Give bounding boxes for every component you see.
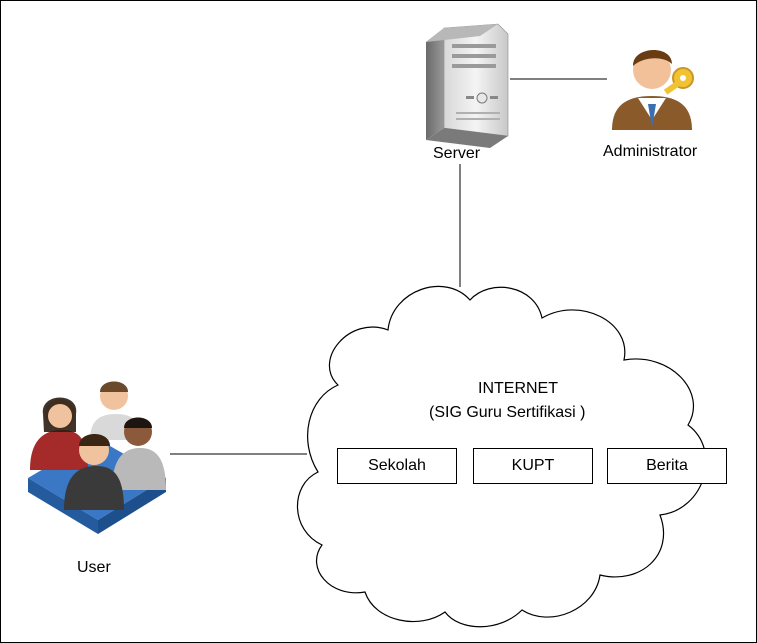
server-icon [426, 23, 509, 148]
server-label: Server [433, 145, 481, 162]
internet-title: INTERNET [478, 380, 558, 397]
administrator-label: Administrator [603, 143, 698, 160]
module-box-berita: Berita [607, 448, 727, 484]
administrator-icon [612, 49, 694, 130]
user-label: User [77, 559, 111, 576]
module-box-sekolah: Sekolah [337, 448, 457, 484]
module-box-kupt: KUPT [473, 448, 593, 484]
user-group-icon [28, 381, 166, 534]
internet-subtitle: (SIG Guru Sertifikasi ) [429, 404, 586, 421]
